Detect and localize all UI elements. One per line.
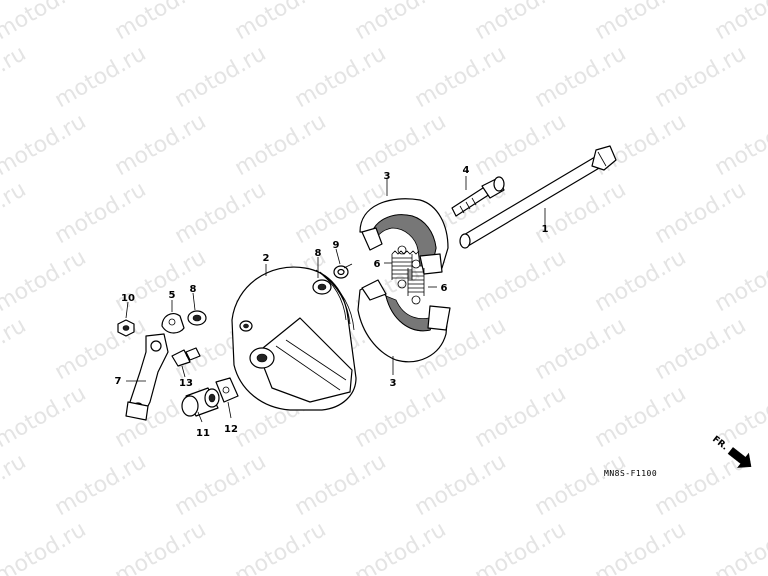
label-part-3-bottom: 3 [390, 378, 397, 389]
watermark-text: motod.ru [351, 517, 451, 576]
watermark-text: motod.ru [111, 0, 211, 45]
watermark-text: motod.ru [591, 109, 691, 181]
label-part-8-left: 8 [190, 284, 197, 295]
part-labels: 1 2 3 3 4 5 6 6 7 8 8 9 10 11 12 13 [115, 165, 549, 439]
watermark-text: motod.ru [291, 41, 391, 113]
dust-seal[interactable] [312, 279, 332, 295]
watermark-text: motod.ru [231, 109, 331, 181]
wear-indicator-plate[interactable] [161, 313, 185, 334]
watermark-text: motod.ru [0, 449, 30, 521]
label-part-3-top: 3 [384, 171, 391, 182]
watermark-text: motod.ru [591, 0, 691, 45]
return-spring-bottom[interactable] [407, 259, 425, 305]
watermark-text: motod.ru [231, 517, 331, 576]
brake-arm[interactable] [125, 333, 169, 421]
watermark-text: motod.ru [111, 109, 211, 181]
watermark-text: motod.ru [0, 41, 30, 113]
watermark-text: motod.ru [711, 0, 768, 45]
watermark-text: motod.ru [0, 245, 90, 317]
watermark-text: motod.ru [651, 41, 751, 113]
watermark-text: motod.ru [411, 41, 511, 113]
brake-shoe-lower[interactable] [357, 279, 451, 363]
watermark-text: motod.ru [111, 517, 211, 576]
nut[interactable] [117, 319, 135, 337]
brake-cam[interactable] [451, 176, 505, 217]
watermark-text: motod.ru [711, 245, 768, 317]
watermark-text: motod.ru [651, 449, 751, 521]
watermark-text: motod.ru [531, 41, 631, 113]
watermark-text: motod.ru [171, 449, 271, 521]
watermark-text: motod.ru [51, 41, 151, 113]
label-part-8-top: 8 [315, 248, 322, 259]
label-part-9: 9 [333, 240, 340, 251]
watermark-text: motod.ru [51, 177, 151, 249]
watermark-text: motod.ru [171, 177, 271, 249]
watermark-text: motod.ru [231, 0, 331, 45]
watermark-text: motod.ru [51, 449, 151, 521]
watermark-text: motod.ru [471, 0, 571, 45]
bolt[interactable] [171, 347, 201, 367]
watermark-text: motod.ru [351, 109, 451, 181]
label-part-10: 10 [121, 293, 135, 304]
watermark-text: motod.ru [291, 449, 391, 521]
wear-indicator-washer[interactable] [333, 263, 353, 279]
label-part-1: 1 [542, 224, 549, 235]
label-part-5: 5 [169, 290, 176, 301]
watermark-text: motod.ru [351, 0, 451, 45]
collar[interactable] [181, 387, 220, 417]
watermark-text: motod.ru [471, 381, 571, 453]
watermark-text: motod.ru [471, 245, 571, 317]
watermark-text: motod.ru [111, 381, 211, 453]
label-part-6-bottom: 6 [441, 283, 448, 294]
axle-bolt[interactable] [459, 145, 617, 249]
watermark-text: motod.ru [0, 381, 90, 453]
label-part-4: 4 [463, 165, 470, 176]
label-part-11: 11 [196, 428, 210, 439]
watermark-text: motod.ru [351, 381, 451, 453]
watermark-text: motod.ru [0, 177, 30, 249]
watermark-text: motod.ru [531, 449, 631, 521]
brake-shoe-upper[interactable] [359, 198, 449, 275]
watermark-text: motod.ru [651, 313, 751, 385]
watermark-text: motod.ru [51, 313, 151, 385]
label-part-7: 7 [115, 376, 122, 387]
watermark-text: motod.ru [111, 245, 211, 317]
label-part-12: 12 [224, 424, 238, 435]
label-part-13: 13 [179, 378, 193, 389]
washer[interactable] [187, 310, 207, 326]
watermark-text: motod.ru [471, 109, 571, 181]
watermark-text: motod.ru [0, 517, 90, 576]
watermark-text: motod.ru [711, 517, 768, 576]
watermark-text: motod.ru [471, 517, 571, 576]
diagram-code: MN8S-F1100 [604, 469, 657, 478]
leader-lines [125, 176, 546, 423]
watermark-text: motod.ru [0, 0, 90, 45]
label-part-2: 2 [263, 253, 270, 264]
brake-panel[interactable] [231, 266, 357, 411]
watermark-text: motod.ru [591, 245, 691, 317]
watermark-text: motod.ru [651, 177, 751, 249]
watermark-text: motod.ru [0, 313, 30, 385]
watermark-text: motod.ru [171, 41, 271, 113]
front-arrow-icon [727, 447, 752, 468]
watermark-text: motod.ru [591, 517, 691, 576]
label-part-6-top: 6 [374, 259, 381, 270]
watermark-text: motod.ru [711, 109, 768, 181]
watermark-text: motod.ru [531, 313, 631, 385]
stopper-clip[interactable] [215, 377, 239, 403]
watermark-text: motod.ru [591, 381, 691, 453]
watermark-text: motod.ru [411, 449, 511, 521]
watermark-text: motod.ru [0, 109, 90, 181]
